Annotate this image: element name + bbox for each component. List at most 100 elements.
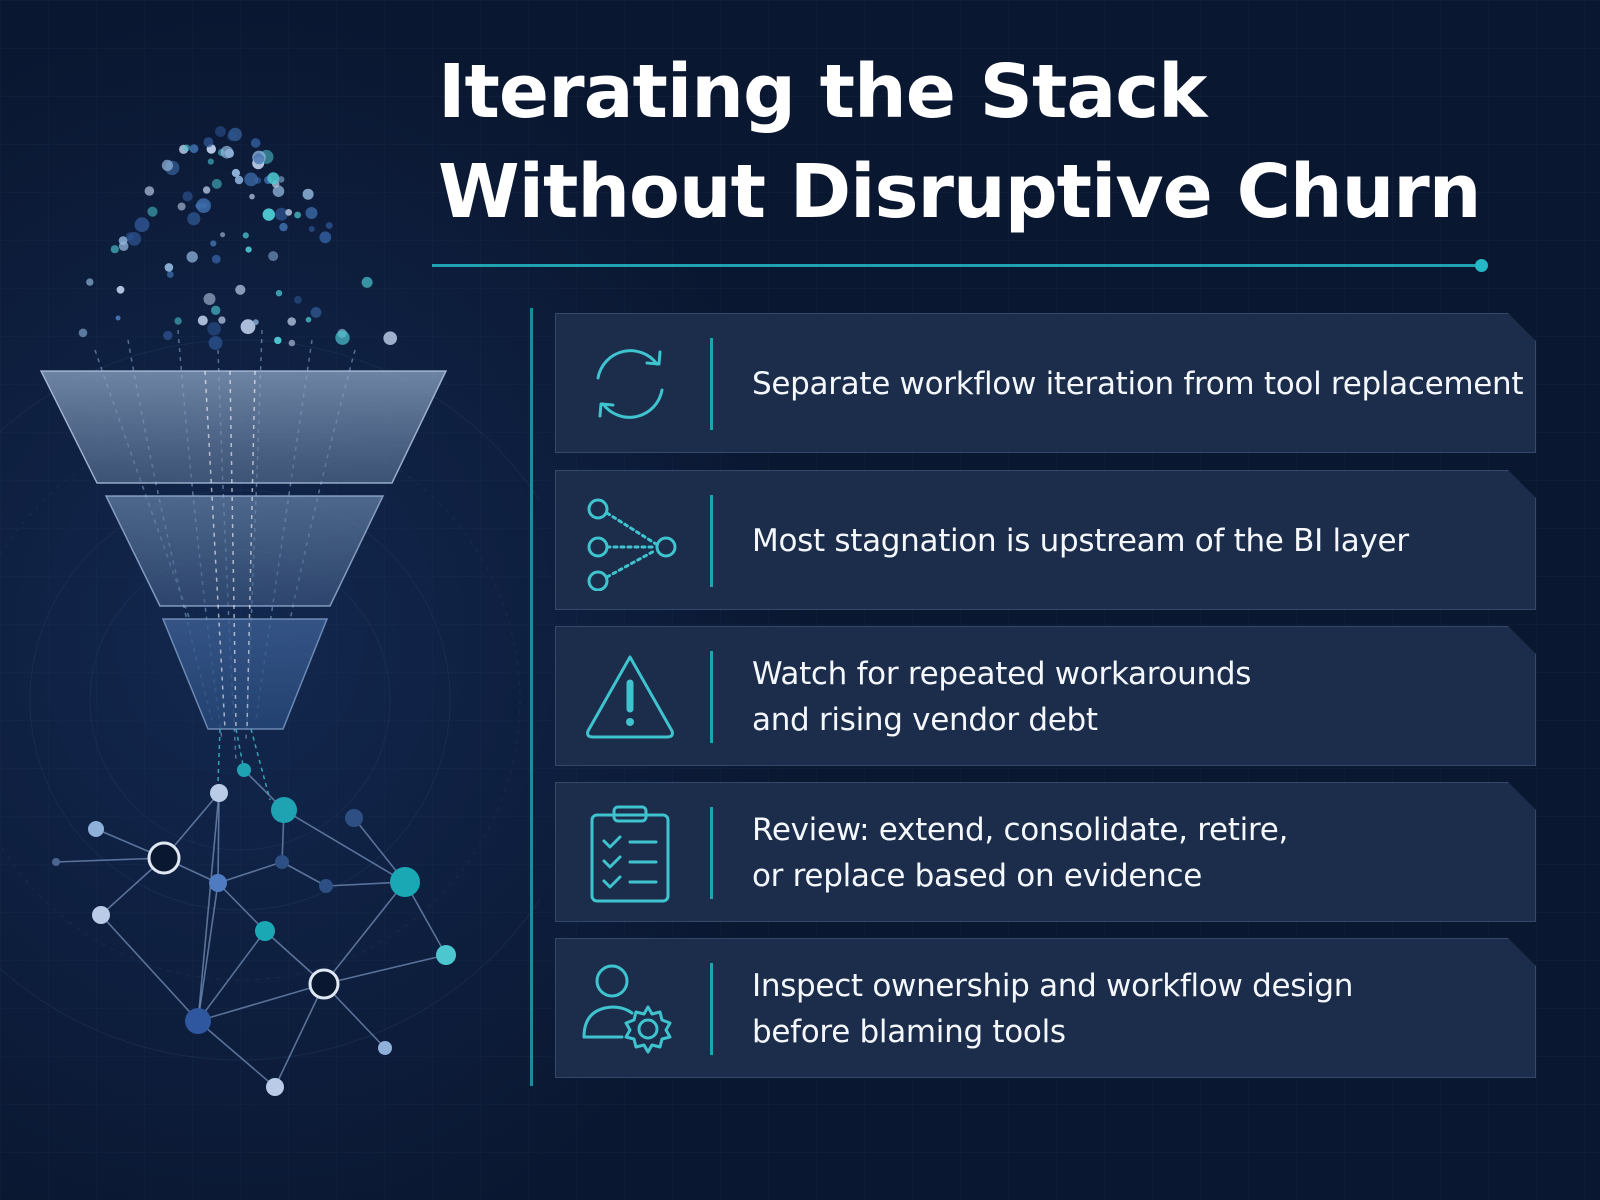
list-item-line: Review: extend, consolidate, retire,	[752, 812, 1289, 848]
particle	[288, 339, 296, 347]
page-title-line-1: Iterating the Stack	[438, 49, 1207, 135]
network-node	[210, 784, 228, 802]
title-underline-dot	[1475, 259, 1488, 272]
list-item-workflow-iteration: Separate workflow iteration from tool re…	[555, 313, 1536, 453]
particle	[166, 271, 174, 278]
funnel-network-illustration	[0, 126, 540, 1096]
particle	[115, 315, 121, 321]
particle	[235, 284, 246, 295]
particle	[196, 198, 212, 214]
network-node	[345, 809, 363, 827]
list-item-line: or replace based on evidence	[752, 858, 1203, 894]
particle	[203, 137, 214, 148]
network-node	[390, 867, 420, 897]
network-node	[319, 879, 333, 893]
particle	[197, 315, 208, 326]
network-edges	[55, 769, 447, 1088]
network-node-ring	[147, 841, 181, 875]
particle	[305, 207, 318, 219]
network-nodes	[52, 763, 456, 1096]
funnel-middle-section	[104, 495, 385, 607]
particle	[231, 168, 240, 178]
particle	[187, 212, 201, 226]
particle	[211, 254, 221, 264]
particle	[275, 207, 288, 221]
network-node	[92, 906, 110, 924]
particle	[147, 206, 158, 217]
particle	[234, 175, 244, 185]
card-divider	[710, 963, 713, 1055]
particle	[186, 251, 198, 263]
user-gear-icon	[580, 959, 680, 1059]
particle	[78, 328, 88, 338]
branch-merge-icon	[580, 491, 680, 591]
particle	[86, 278, 94, 286]
particle	[253, 153, 265, 165]
network-node	[266, 1078, 284, 1096]
list-item-line: and rising vendor debt	[752, 702, 1098, 738]
page-title: Iterating the Stack Without Disruptive C…	[438, 42, 1558, 242]
network-node	[209, 874, 227, 892]
particle	[203, 293, 216, 305]
checklist-clipboard-icon	[580, 803, 680, 903]
particle	[252, 319, 259, 326]
particle	[240, 319, 256, 335]
particle	[285, 209, 293, 216]
refresh-cycle-icon	[580, 334, 680, 434]
network-node-ring	[308, 968, 340, 1000]
particle	[319, 231, 332, 244]
particle	[245, 246, 252, 253]
particle	[275, 290, 283, 297]
particle	[302, 188, 314, 200]
particle	[134, 217, 150, 233]
particle	[294, 296, 302, 304]
network-node	[237, 763, 251, 777]
particle	[267, 172, 280, 185]
particle	[361, 276, 373, 288]
list-item-line: Separate workflow iteration from tool re…	[752, 366, 1524, 402]
particle	[207, 322, 221, 336]
particle	[207, 158, 214, 165]
list-item-workarounds: Watch for repeated workarounds and risin…	[555, 626, 1536, 766]
particle	[177, 202, 186, 211]
card-divider	[710, 807, 713, 899]
particle	[277, 176, 285, 183]
list-item-line: Inspect ownership and workflow design	[752, 968, 1354, 1004]
particle	[210, 240, 217, 247]
particle	[272, 185, 285, 197]
network-node	[255, 921, 275, 941]
list-item-text: Inspect ownership and workflow design be…	[752, 939, 1505, 1079]
funnel	[39, 370, 448, 801]
particle	[227, 131, 237, 141]
network-node	[185, 1008, 211, 1034]
list-vertical-rule	[530, 308, 533, 1086]
list-item-text: Review: extend, consolidate, retire, or …	[752, 783, 1505, 923]
funnel-top-section	[39, 370, 448, 484]
list-item-text: Most stagnation is upstream of the BI la…	[752, 471, 1505, 611]
title-underline	[432, 264, 1480, 267]
particle	[250, 138, 261, 148]
particle	[161, 159, 173, 171]
particle	[174, 317, 182, 325]
particle	[274, 336, 282, 345]
particle	[305, 316, 312, 323]
particle	[116, 285, 125, 294]
particle	[218, 316, 226, 324]
card-divider	[710, 495, 713, 587]
particle	[308, 226, 315, 232]
particle	[244, 172, 258, 187]
network-node	[275, 855, 289, 869]
particle	[118, 241, 129, 251]
network-node	[52, 858, 60, 866]
particle	[220, 232, 226, 238]
particle	[211, 178, 222, 189]
list-item-stagnation-upstream: Most stagnation is upstream of the BI la…	[555, 470, 1536, 610]
particle	[383, 331, 398, 346]
card-divider	[710, 338, 713, 430]
particle	[262, 208, 275, 221]
particle	[335, 330, 350, 345]
particle	[215, 126, 226, 137]
particle	[268, 251, 279, 262]
list-item-review-options: Review: extend, consolidate, retire, or …	[555, 782, 1536, 922]
particle	[164, 263, 174, 272]
